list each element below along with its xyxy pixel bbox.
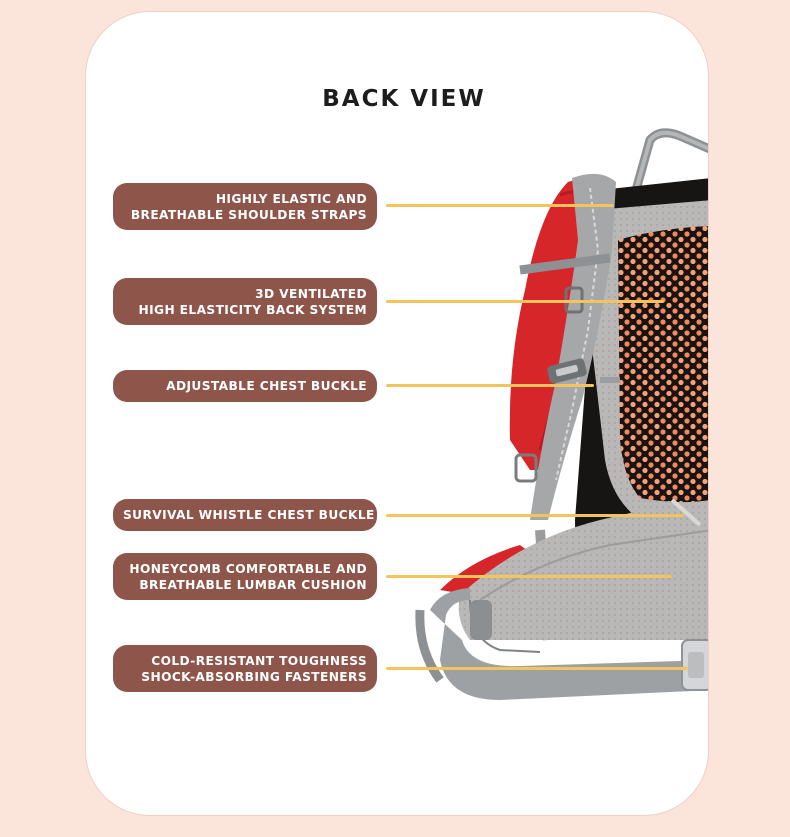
feature-label-fasteners: COLD-RESISTANT TOUGHNESS SHOCK-ABSORBING… bbox=[113, 645, 377, 692]
content-card: BACK VIEW bbox=[86, 12, 708, 815]
leader-line-chest-buckle bbox=[386, 384, 594, 387]
backpack-back-view-image bbox=[415, 128, 708, 700]
feature-label-chest-buckle: ADJUSTABLE CHEST BUCKLE bbox=[113, 370, 377, 402]
leader-line-shoulder-straps bbox=[386, 204, 614, 207]
feature-label-whistle-buckle: SURVIVAL WHISTLE CHEST BUCKLE bbox=[113, 499, 377, 531]
leader-line-lumbar-cushion bbox=[386, 575, 672, 578]
leader-line-whistle-buckle bbox=[386, 514, 684, 517]
feature-label-lumbar-cushion: HONEYCOMB COMFORTABLE AND BREATHABLE LUM… bbox=[113, 553, 377, 600]
feature-label-shoulder-straps: HIGHLY ELASTIC AND BREATHABLE SHOULDER S… bbox=[113, 183, 377, 230]
leader-line-fasteners bbox=[386, 667, 688, 670]
page-title: BACK VIEW bbox=[322, 86, 486, 112]
feature-label-back-system: 3D VENTILATED HIGH ELASTICITY BACK SYSTE… bbox=[113, 278, 377, 325]
leader-line-back-system bbox=[386, 300, 664, 303]
